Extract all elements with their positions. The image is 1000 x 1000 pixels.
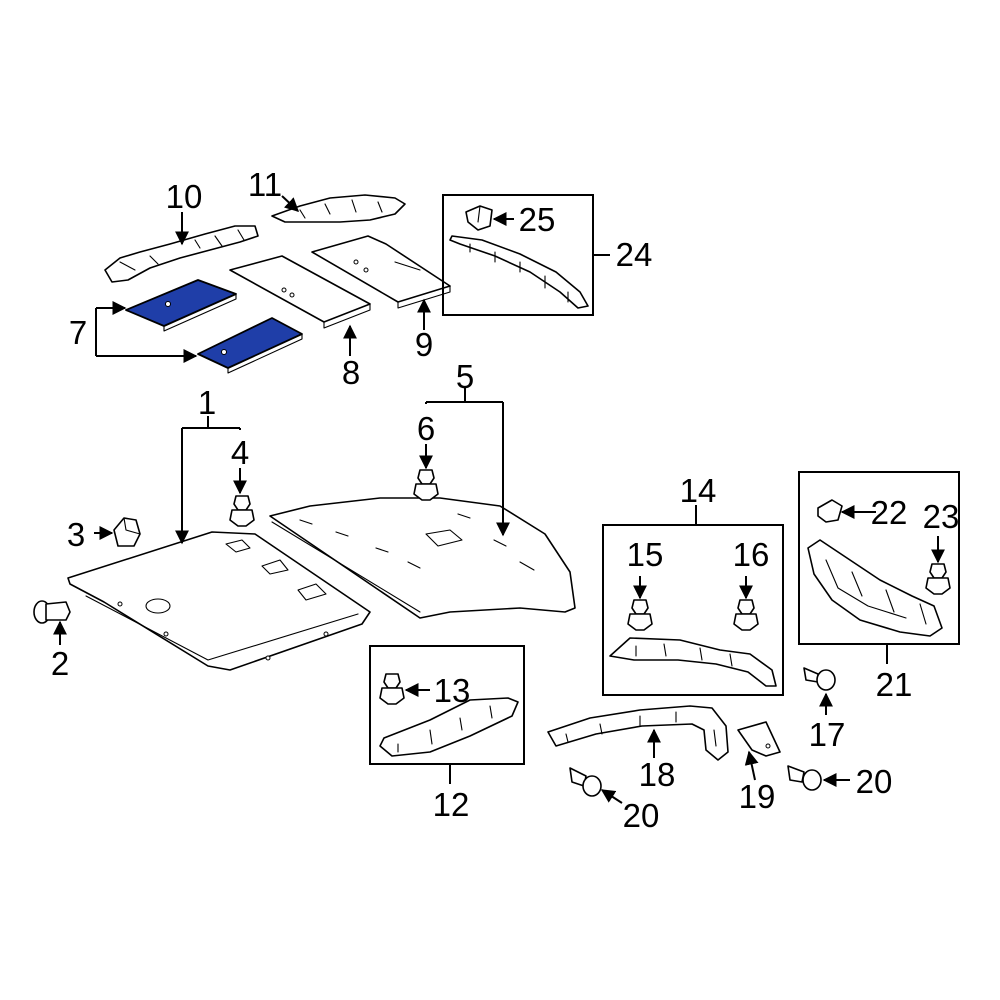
callout-3: 3 bbox=[67, 516, 85, 553]
part-13-fastener[interactable] bbox=[379, 673, 405, 705]
part-23-fastener[interactable] bbox=[925, 563, 951, 595]
part-20-screw-left[interactable] bbox=[569, 767, 602, 797]
callout-11: 11 bbox=[248, 166, 282, 203]
callout-19: 19 bbox=[739, 778, 776, 815]
box-24 bbox=[442, 194, 594, 316]
callout-20b: 20 bbox=[856, 763, 893, 800]
callout-21: 21 bbox=[876, 666, 913, 703]
part-4-fastener[interactable] bbox=[229, 495, 255, 527]
callout-10: 10 bbox=[166, 178, 203, 215]
callout-9: 9 bbox=[415, 326, 433, 363]
box-14 bbox=[602, 524, 784, 696]
callout-7: 7 bbox=[69, 314, 87, 351]
part-8-pad[interactable] bbox=[229, 255, 371, 329]
callout-16: 16 bbox=[733, 536, 770, 573]
box-12 bbox=[369, 645, 525, 765]
part-7-silencer-pads[interactable] bbox=[125, 279, 303, 374]
box-21 bbox=[798, 471, 960, 645]
callout-1: 1 bbox=[198, 384, 216, 421]
callout-17: 17 bbox=[809, 716, 846, 753]
callout-6: 6 bbox=[417, 410, 435, 447]
callout-23: 23 bbox=[923, 498, 960, 535]
callout-8: 8 bbox=[342, 354, 360, 391]
part-11-roof-bow[interactable] bbox=[271, 194, 406, 223]
part-25-clip[interactable] bbox=[465, 205, 493, 231]
part-2-clip[interactable] bbox=[33, 600, 71, 624]
part-18-trim[interactable] bbox=[547, 705, 729, 761]
callout-14: 14 bbox=[680, 472, 717, 509]
callout-25: 25 bbox=[519, 201, 556, 238]
part-10-reinforcement[interactable] bbox=[104, 225, 259, 283]
part-24-retainer[interactable] bbox=[449, 235, 589, 309]
part-19-bracket[interactable] bbox=[737, 721, 781, 757]
part-15-fastener[interactable] bbox=[627, 599, 653, 631]
part-1-headliner[interactable] bbox=[67, 531, 371, 671]
callout-22: 22 bbox=[871, 494, 908, 531]
callout-20a: 20 bbox=[623, 797, 660, 834]
part-21-panel[interactable] bbox=[807, 539, 943, 637]
part-14-rail[interactable] bbox=[609, 637, 777, 687]
callout-2: 2 bbox=[51, 645, 69, 682]
part-6-fastener[interactable] bbox=[413, 469, 439, 501]
part-3-bracket[interactable] bbox=[113, 517, 141, 547]
callout-5: 5 bbox=[456, 358, 474, 395]
callout-13: 13 bbox=[434, 672, 471, 709]
part-20-screw-right[interactable] bbox=[787, 765, 822, 791]
callout-24: 24 bbox=[616, 236, 653, 273]
callout-15: 15 bbox=[627, 536, 664, 573]
part-22-clip[interactable] bbox=[817, 499, 843, 523]
callout-4: 4 bbox=[231, 434, 249, 471]
leader-lines bbox=[53, 195, 945, 804]
callout-18: 18 bbox=[639, 756, 676, 793]
part-12-bracket[interactable] bbox=[379, 697, 519, 757]
callouts: 1 2 3 4 5 6 7 8 9 10 11 12 13 14 15 16 1… bbox=[51, 166, 960, 834]
part-9-pad[interactable] bbox=[311, 235, 451, 309]
part-16-fastener[interactable] bbox=[733, 599, 759, 631]
part-17-screw[interactable] bbox=[803, 667, 836, 691]
callout-12: 12 bbox=[433, 786, 470, 823]
